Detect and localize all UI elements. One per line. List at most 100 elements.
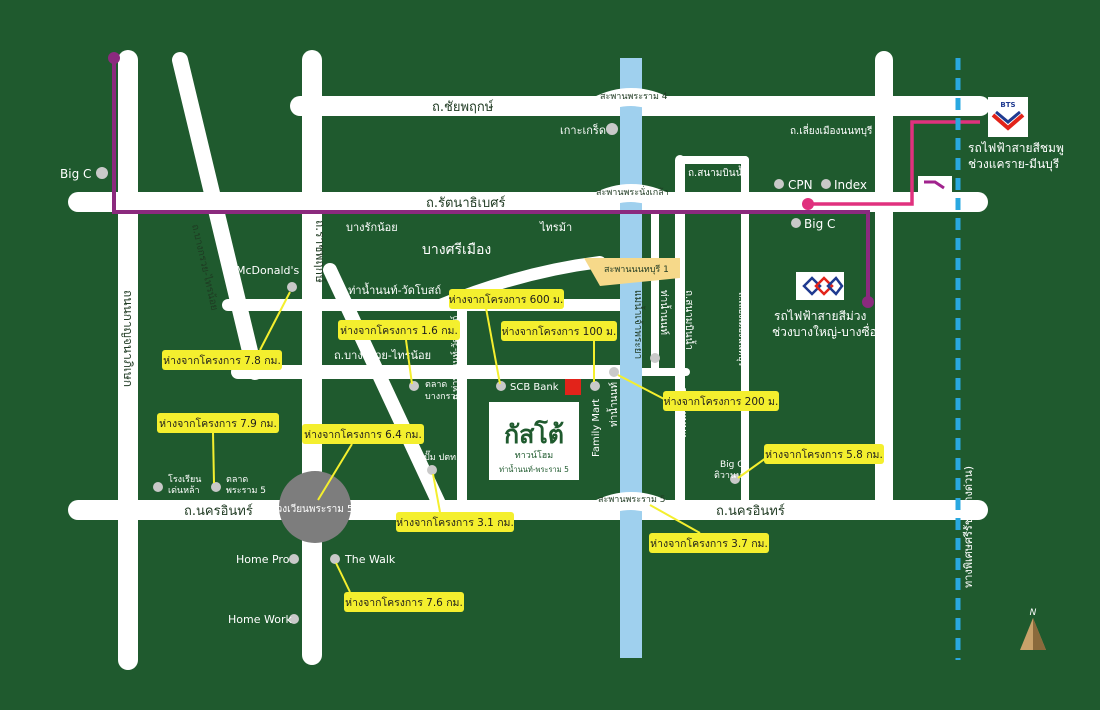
project-location: ท่าน้ำนนท์-พระราม 5 xyxy=(499,464,569,474)
road-bang-kruai-diagonal xyxy=(172,52,263,380)
callout-7-8km-text: ห่างจากโครงการ 7.8 กม. xyxy=(163,354,281,367)
label-ratchaphruek: ถ.ราชพฤกษ์ xyxy=(313,220,327,283)
label-bang-kruai-sai-noi: ถ.บางกรวย-ไทรน้อย xyxy=(334,349,431,362)
poi-cpn: CPN xyxy=(788,178,813,192)
callout-5-8km-text: ห่างจากโครงการ 5.8 กม. xyxy=(765,448,883,461)
poi-dot-ko-kret xyxy=(606,123,618,135)
poi-home-work: Home Work xyxy=(228,613,292,626)
callout-7-9km: ห่างจากโครงการ 7.9 กม. xyxy=(157,413,279,484)
mrt-logo xyxy=(796,272,844,300)
label-tha-nam-non-road: ท่าน้ำนนท์ xyxy=(658,290,672,335)
poi-the-walk: The Walk xyxy=(344,553,396,566)
project-sub: ทาวน์โฮม xyxy=(515,449,554,461)
poi-scb: SCB Bank xyxy=(510,382,559,393)
poi-big-c-right: Big C xyxy=(804,217,835,231)
label-nakhon-in-right: ถ.นครอินทร์ xyxy=(716,503,785,519)
label-nakhon-in-left: ถ.นครอินทร์ xyxy=(184,503,253,519)
bridge-nonthaburi1 xyxy=(584,258,680,286)
poi-dot-scb xyxy=(496,381,506,391)
label-bridge-rama5: สะพานพระราม 5 xyxy=(598,495,665,505)
poi-dot-home-work xyxy=(289,614,299,624)
poi-dot-index xyxy=(821,179,831,189)
poi-dot-big-c-right xyxy=(791,218,801,228)
north-label: N xyxy=(1030,608,1037,618)
bridge-rama4 xyxy=(591,88,671,115)
poi-big-c-left: Big C xyxy=(60,167,91,181)
label-liang-mueang-top: ถ.เลี่ยงเมืองนนทบุรี xyxy=(790,123,873,137)
label-river: แม่น้ำเจ้าพระยา xyxy=(632,290,646,359)
poi-dot-tha-nam-non xyxy=(609,367,619,377)
bts-logo: BTS xyxy=(988,97,1028,137)
area-bang-si-mueang: บางศรีเมือง xyxy=(422,242,491,258)
callout-3-7km-text: ห่างจากโครงการ 3.7 กม. xyxy=(650,537,768,550)
road-network xyxy=(68,50,990,670)
callout-6-4km: ห่างจากโครงการ 6.4 กม. xyxy=(302,424,424,501)
callout-200m: ห่างจากโครงการ 200 ม. xyxy=(617,374,779,411)
poi-dot-talat-rama5 xyxy=(211,482,221,492)
pink-line-label-2: ช่วงแคราย-มีนบุรี xyxy=(968,157,1060,172)
label-sanam-bin-nam-top: ถ.สนามบินน้ำ xyxy=(688,165,748,179)
poi-index: Index xyxy=(834,178,867,192)
poi-dot-the-walk xyxy=(330,554,340,564)
callout-3-7km: ห่างจากโครงการ 3.7 กม. xyxy=(649,504,769,553)
label-sanam-bin-nam-vertical: ถ.สนามบินน้ำ xyxy=(683,290,697,350)
poi-dot-school xyxy=(153,482,163,492)
callout-1-6km: ห่างจากโครงการ 1.6 กม. xyxy=(338,320,460,385)
project-name: กัสโต้ xyxy=(504,419,564,449)
poi-dot-home-pro xyxy=(289,554,299,564)
poi-dot-cpn xyxy=(774,179,784,189)
purple-line-start-dot xyxy=(108,52,120,64)
poi-tha-nam-non-pier: ท่าน้ำนนท์ xyxy=(606,382,620,427)
poi-dot-tha-nam-non-road xyxy=(650,353,660,363)
callout-7-6km-text: ห่างจากโครงการ 7.6 กม. xyxy=(345,596,463,609)
bridges xyxy=(591,88,671,519)
purple-line-end-dot xyxy=(862,296,874,308)
poi-talat-rama5-1: ตลาด xyxy=(226,475,248,485)
poi-family-mart: Family Mart xyxy=(591,399,602,457)
area-sai-ma: ไทรม้า xyxy=(539,221,572,234)
label-motorway: ทางพิเศษศรีรัช (ทางด่วน) xyxy=(962,466,975,588)
callout-7-8km: ห่างจากโครงการ 7.8 กม. xyxy=(162,291,291,370)
callout-5-8km: ห่างจากโครงการ 5.8 กม. xyxy=(737,444,884,479)
poi-dot-talat-bang-kruai xyxy=(409,381,419,391)
pink-line-label-1: รถไฟฟ้าสายสีชมพู xyxy=(968,141,1064,156)
label-rattanathibet: ถ.รัตนาธิเบศร์ xyxy=(426,195,505,211)
label-bridge-rama4: สะพานพระราม 4 xyxy=(600,92,668,102)
poi-ptt: ปั๊ม ปตท. xyxy=(424,450,459,463)
poi-talat-bang-kruai-2: บางกรวย xyxy=(425,392,461,402)
poi-dot-big-c-left xyxy=(96,167,108,179)
label-liang-mueang-vertical: ถ.เลี่ยงเมืองนนทบุรี xyxy=(736,292,749,366)
callout-7-6km: ห่างจากโครงการ 7.6 กม. xyxy=(335,562,464,612)
callout-100m: ห่างจากโครงการ 100 ม. xyxy=(501,321,617,382)
poi-dot-big-c-tiwanon xyxy=(730,474,740,484)
purple-line-label-1: รถไฟฟ้าสายสีม่วง xyxy=(774,309,866,323)
callout-600m: ห่างจากโครงการ 600 ม. xyxy=(449,289,564,385)
area-bang-rak-noi: บางรักน้อย xyxy=(346,221,398,234)
poi-ko-kret: เกาะเกร็ด xyxy=(560,123,606,137)
purple-line-label-2: ช่วงบางใหญ่-บางซื่อ xyxy=(772,323,877,339)
north-arrow-icon: N xyxy=(1020,608,1046,650)
bridge-rama5 xyxy=(591,492,671,519)
project-marker xyxy=(565,379,581,395)
poi-dot-ptt xyxy=(427,465,437,475)
poi-big-c-tiwanon-1: Big C xyxy=(720,460,744,470)
label-bridge-phra-nang-klao: สะพานพระนั่งเกล้า xyxy=(596,185,669,198)
poi-home-pro: Home Pro xyxy=(236,553,290,566)
poi-dot-family-mart xyxy=(590,381,600,391)
poi-school-1: โรงเรียน xyxy=(168,474,201,485)
bts-logo-text: BTS xyxy=(1000,101,1015,109)
callout-100m-text: ห่างจากโครงการ 100 ม. xyxy=(502,325,617,338)
callout-3-1km-text: ห่างจากโครงการ 3.1 กม. xyxy=(396,516,514,529)
purple-line-route xyxy=(112,58,870,302)
poi-talat-bang-kruai-1: ตลาด xyxy=(425,380,447,390)
pink-line-dot xyxy=(802,198,814,210)
bridge-phra-nang-klao xyxy=(591,184,671,211)
callout-3-1km: ห่างจากโครงการ 3.1 กม. xyxy=(396,473,514,532)
callout-1-6km-text: ห่างจากโครงการ 1.6 กม. xyxy=(340,324,458,337)
callout-200m-text: ห่างจากโครงการ 200 ม. xyxy=(664,395,779,408)
label-tha-nam-non-wat-bo: ถ.ท่าน้ำนนท์-วัดโบสถ์ xyxy=(338,282,441,297)
label-chaiyaphruek: ถ.ชัยพฤกษ์ xyxy=(432,99,494,115)
pink-line-route xyxy=(808,120,980,206)
